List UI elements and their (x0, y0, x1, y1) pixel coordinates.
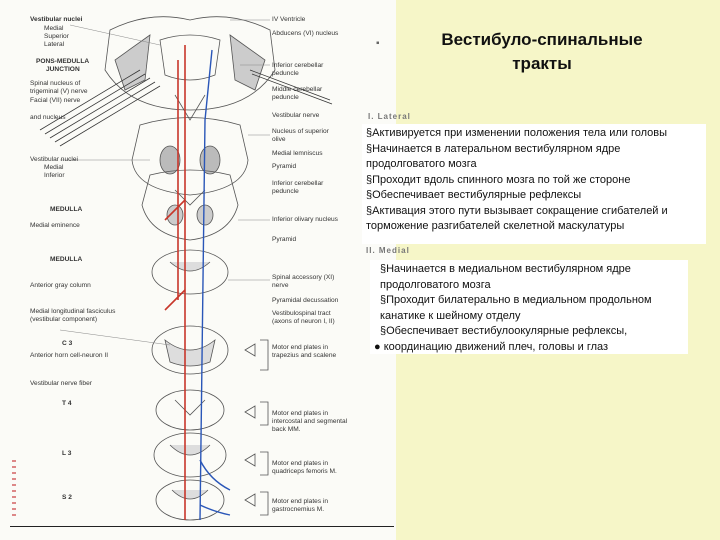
left-diagram-label: Vestibular nuclei (30, 16, 83, 23)
left-diagram-label: MEDULLA (50, 206, 83, 213)
right-diagram-label: Nucleus of superior (272, 128, 329, 135)
lateral-item: §Обеспечивает вестибулярные рефлексы (366, 189, 582, 201)
right-diagram-label: Medial lemniscus (272, 150, 323, 157)
right-diagram-label: peduncle (272, 70, 299, 77)
left-diagram-label: Superior (44, 33, 69, 40)
left-diagram-label: Anterior horn cell-neuron II (30, 352, 109, 359)
medulla-upper-section (131, 117, 249, 206)
lateral-item: §Активация этого пути вызывает сокращени… (366, 204, 668, 233)
left-diagram-label: L 3 (62, 450, 72, 457)
pons-section (104, 16, 276, 121)
lateral-item: §Проходит вдоль спинного мозга по той же… (366, 173, 631, 186)
medial-item: §Начинается в медиальном вестибулярном я… (380, 263, 631, 291)
medial-item: §Обеспечивает вестибулоокулярные рефлекс… (380, 325, 628, 337)
lateral-item: §Начинается в латеральном вестибулярном … (366, 142, 621, 171)
right-diagram-label: olive (272, 136, 286, 143)
right-diagram-label: back MM. (272, 426, 301, 433)
left-diagram-label: MEDULLA (50, 256, 83, 263)
medial-vestibulospinal-tract (199, 49, 231, 521)
left-diagram-label: T 4 (62, 400, 72, 407)
right-diagram-label: (axons of neuron I, II) (272, 318, 335, 325)
title-line-2: тракты (512, 54, 572, 73)
bullet-dot-icon: ▪ (376, 38, 380, 49)
red-stripes-decoration (12, 460, 16, 520)
leader-lines (59, 19, 270, 346)
left-diagram-label: JUNCTION (46, 66, 80, 73)
medial-text-box: §Начинается в медиальном вестибулярном я… (370, 260, 688, 354)
right-diagram-label: Vestibulospinal tract (272, 310, 331, 317)
right-diagram-label: IV Ventricle (272, 16, 306, 23)
right-diagram-label: Pyramid (272, 236, 297, 243)
left-diagram-label: Anterior gray column (30, 282, 91, 289)
left-diagram-label: Medial (44, 25, 64, 32)
spinal-t4-section (155, 389, 225, 431)
right-diagram-label: Inferior cerebellar (272, 62, 324, 69)
slide-title: Вестибуло-спинальные тракты (402, 28, 682, 76)
left-diagram-label: Medial longitudinal fasciculus (30, 308, 116, 315)
cranial-nerve-fibers (39, 69, 333, 147)
medial-header: II. Medial (366, 246, 410, 255)
right-diagram-label: intercostal and segmental (272, 418, 348, 425)
right-diagram-label: gastrocnemius M. (272, 506, 325, 513)
right-diagram-label: Vestibular nerve (272, 112, 320, 119)
right-diagram-label: Middle cerebellar (272, 86, 323, 93)
right-diagram-label: Spinal accessory (XI) (272, 274, 335, 281)
right-diagram-label: peduncle (272, 94, 299, 101)
bottom-rule (10, 526, 394, 527)
left-diagram-label: Vestibular nuclei (30, 156, 79, 163)
left-diagram-label: Lateral (44, 41, 65, 48)
right-diagram-label: Inferior olivary nucleus (272, 216, 338, 223)
left-diagram-label: Spinal nucleus of (30, 80, 81, 87)
right-diagram-label: Abducens (VI) nucleus (272, 30, 339, 37)
lateral-header: I. Lateral (368, 112, 411, 121)
right-diagram-label: peduncle (272, 188, 299, 195)
right-diagram-label: quadriceps femoris M. (272, 468, 337, 475)
right-diagram-label: Motor end plates in (272, 460, 329, 467)
left-diagram-label: and nucleus (30, 114, 66, 121)
title-line-1: Вестибуло-спинальные (441, 30, 643, 49)
medulla-caudal-section (151, 249, 229, 295)
spinal-s2-section (155, 479, 225, 521)
medulla-lower-section (141, 169, 239, 241)
left-diagram-label: trigeminal (V) nerve (30, 88, 88, 95)
right-diagram-label: Motor end plates in (272, 344, 329, 351)
left-diagram-label: Vestibular nerve fiber (30, 380, 92, 387)
lateral-text-box: §Активируется при изменении положения те… (362, 124, 706, 244)
left-diagram-label: Medial (44, 164, 64, 171)
left-diagram-label: Medial eminence (30, 222, 80, 229)
lateral-item: §Активируется при изменении положения те… (366, 127, 668, 139)
left-diagram-label: C 3 (62, 340, 73, 347)
left-diagram-label: Facial (VII) nerve (30, 97, 81, 104)
right-diagram-label: Motor end plates in (272, 498, 329, 505)
medial-item: §Проходит билатерально в медиальном прод… (380, 294, 652, 322)
right-diagram-label: Motor end plates in (272, 410, 329, 417)
spinal-l3-section (153, 432, 227, 478)
medial-item: ● координацию движений плеч, головы и гл… (374, 340, 609, 353)
spinal-c3-section (151, 325, 229, 375)
vestibulospinal-diagram (39, 16, 333, 521)
right-diagram-label: Inferior cerebellar (272, 180, 324, 187)
lateral-vestibulospinal-tract (164, 45, 186, 520)
left-diagram-label: (vestibular component) (30, 316, 98, 323)
left-diagram-label: Inferior (44, 172, 65, 179)
right-diagram-label: nerve (272, 282, 289, 289)
left-diagram-label: PONS-MEDULLA (36, 58, 90, 65)
right-diagram-label: Pyramidal decussation (272, 297, 339, 304)
left-diagram-label: S 2 (62, 494, 72, 501)
right-diagram-label: trapezius and scalene (272, 352, 337, 359)
motor-end-plates (244, 339, 269, 516)
right-diagram-label: Pyramid (272, 163, 297, 170)
